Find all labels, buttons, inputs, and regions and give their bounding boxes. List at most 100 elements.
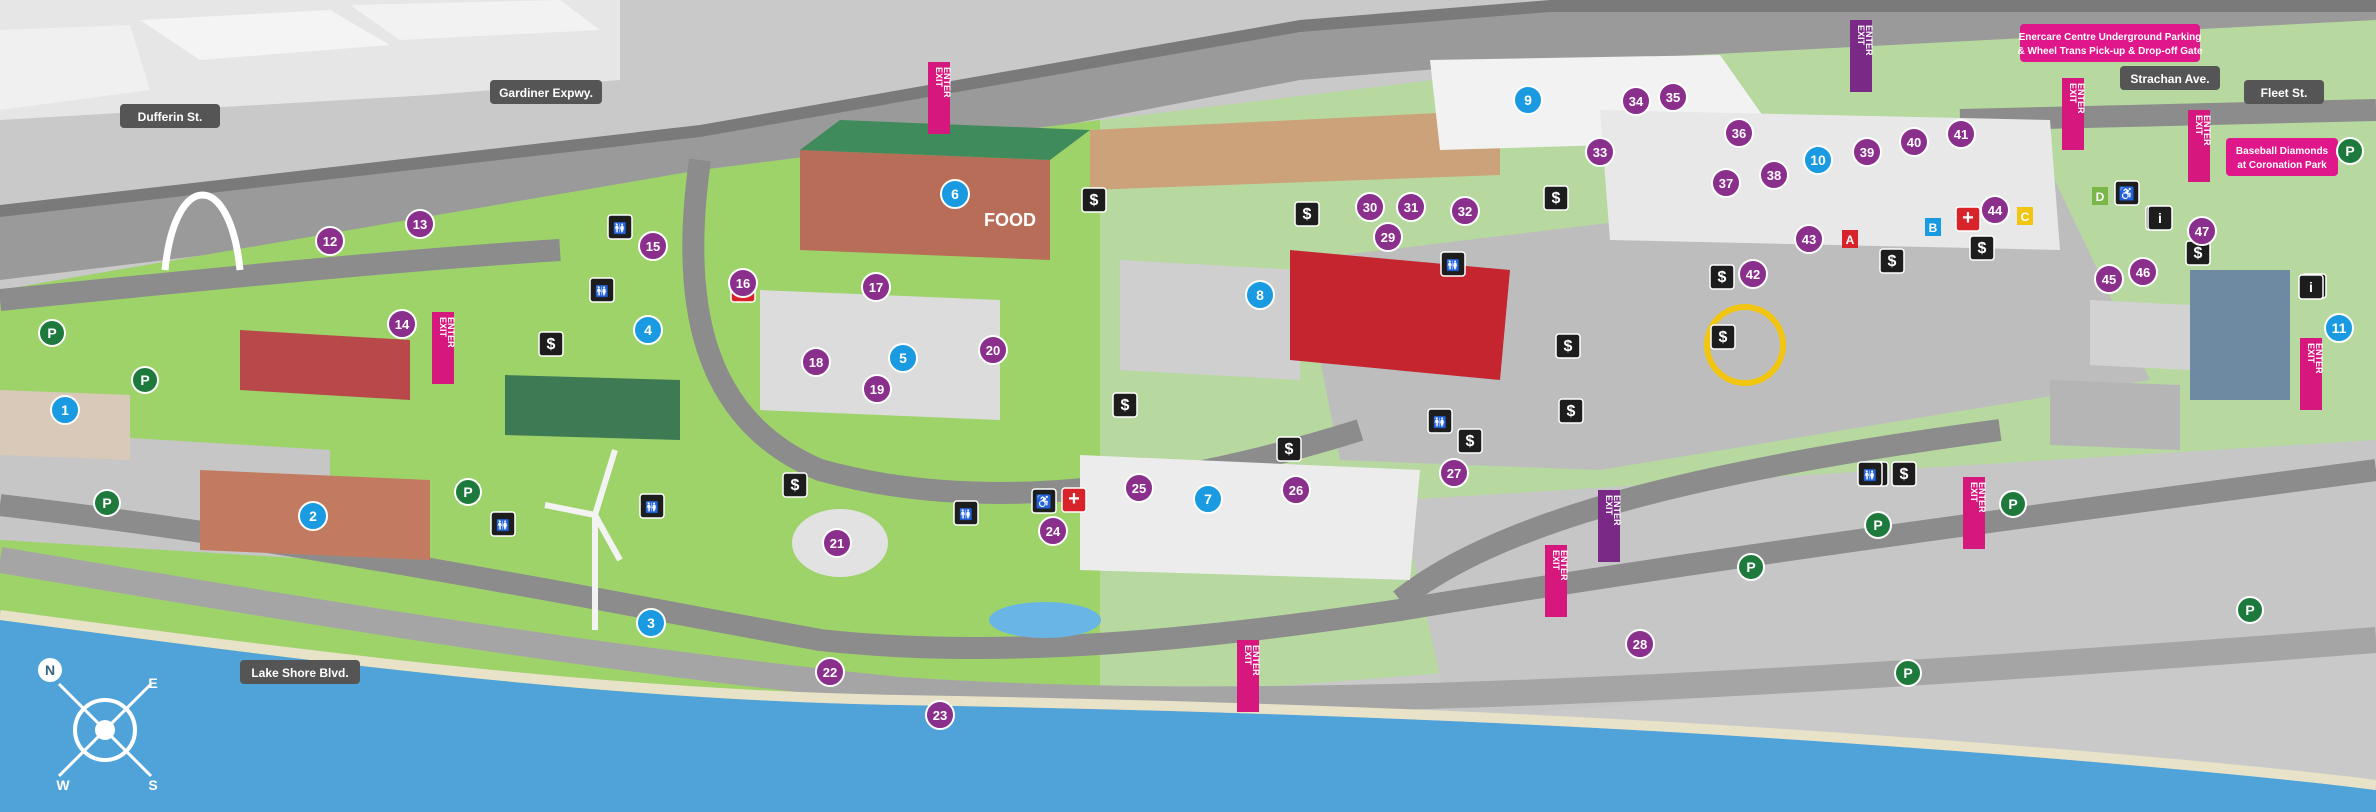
location-marker-14[interactable]: 14 — [387, 309, 417, 339]
location-marker-9[interactable]: 9 — [1513, 85, 1543, 115]
location-marker-20[interactable]: 20 — [978, 335, 1008, 365]
location-marker-40[interactable]: 40 — [1899, 127, 1929, 157]
location-marker-33[interactable]: 33 — [1585, 137, 1615, 167]
parking-icon[interactable]: P — [131, 366, 159, 394]
washroom-icon[interactable]: 🚻 — [589, 277, 615, 303]
location-marker-2[interactable]: 2 — [298, 501, 328, 531]
location-marker-8[interactable]: 8 — [1245, 280, 1275, 310]
marker-label: 36 — [1732, 126, 1746, 141]
atm-icon[interactable]: $ — [538, 331, 564, 357]
exit-text: EXIT — [1604, 495, 1614, 516]
svg-text:Strachan Ave.: Strachan Ave. — [2130, 72, 2209, 86]
atm-icon[interactable]: $ — [1294, 201, 1320, 227]
washroom-icon[interactable]: 🚻 — [1857, 461, 1883, 487]
atm-icon[interactable]: $ — [1457, 428, 1483, 454]
marker-label: 15 — [646, 239, 660, 254]
atm-icon[interactable]: $ — [782, 472, 808, 498]
first-aid-icon[interactable]: + — [1061, 487, 1087, 513]
parking-icon[interactable]: P — [1864, 511, 1892, 539]
location-marker-12[interactable]: 12 — [315, 226, 345, 256]
atm-icon[interactable]: $ — [1276, 436, 1302, 462]
location-marker-28[interactable]: 28 — [1625, 629, 1655, 659]
icon-glyph: $ — [1718, 269, 1727, 286]
parking-icon[interactable]: P — [93, 489, 121, 517]
location-marker-39[interactable]: 39 — [1852, 137, 1882, 167]
location-marker-24[interactable]: 24 — [1038, 516, 1068, 546]
location-marker-47[interactable]: 47 — [2187, 216, 2217, 246]
washroom-icon[interactable]: 🚻 — [639, 493, 665, 519]
location-marker-32[interactable]: 32 — [1450, 196, 1480, 226]
washroom-icon[interactable]: 🚻 — [1440, 251, 1466, 277]
marker-label: 11 — [2332, 320, 2347, 336]
location-marker-37[interactable]: 37 — [1711, 168, 1741, 198]
location-marker-23[interactable]: 23 — [925, 700, 955, 730]
location-marker-7[interactable]: 7 — [1193, 484, 1223, 514]
washroom-icon[interactable]: 🚻 — [490, 511, 516, 537]
parking-icon[interactable]: P — [454, 478, 482, 506]
atm-icon[interactable]: $ — [1543, 185, 1569, 211]
parking-icon[interactable]: P — [1737, 553, 1765, 581]
location-marker-45[interactable]: 45 — [2094, 264, 2124, 294]
parking-icon[interactable]: P — [38, 319, 66, 347]
accessible-icon[interactable]: ♿ — [1031, 488, 1057, 514]
location-marker-41[interactable]: 41 — [1946, 119, 1976, 149]
location-marker-38[interactable]: 38 — [1759, 160, 1789, 190]
atm-icon[interactable]: $ — [1555, 333, 1581, 359]
first-aid-icon[interactable]: + — [1955, 206, 1981, 232]
location-marker-44[interactable]: 44 — [1980, 195, 2010, 225]
location-marker-25[interactable]: 25 — [1124, 473, 1154, 503]
location-marker-22[interactable]: 22 — [815, 657, 845, 687]
location-marker-21[interactable]: 21 — [822, 528, 852, 558]
location-marker-11[interactable]: 11 — [2324, 313, 2354, 343]
atm-icon[interactable]: $ — [1969, 235, 1995, 261]
location-marker-17[interactable]: 17 — [861, 272, 891, 302]
location-marker-31[interactable]: 31 — [1396, 192, 1426, 222]
info-icon[interactable]: i — [2147, 205, 2173, 231]
atm-icon[interactable]: $ — [1891, 461, 1917, 487]
washroom-icon[interactable]: 🚻 — [1427, 408, 1453, 434]
location-marker-5[interactable]: 5 — [888, 343, 918, 373]
info-icon[interactable]: i — [2298, 274, 2324, 300]
atm-icon[interactable]: $ — [1081, 187, 1107, 213]
location-marker-30[interactable]: 30 — [1355, 192, 1385, 222]
location-marker-35[interactable]: 35 — [1658, 82, 1688, 112]
accessible-icon[interactable]: ♿ — [2114, 180, 2140, 206]
marker-label: 16 — [736, 276, 750, 291]
location-marker-19[interactable]: 19 — [862, 374, 892, 404]
atm-icon[interactable]: $ — [1710, 324, 1736, 350]
location-marker-26[interactable]: 26 — [1281, 475, 1311, 505]
location-marker-15[interactable]: 15 — [638, 231, 668, 261]
location-marker-16[interactable]: 16 — [728, 268, 758, 298]
location-marker-10[interactable]: 10 — [1803, 145, 1833, 175]
parking-letter: P — [1903, 665, 1912, 681]
atm-icon[interactable]: $ — [1112, 392, 1138, 418]
parking-icon[interactable]: P — [1999, 490, 2027, 518]
location-marker-36[interactable]: 36 — [1724, 118, 1754, 148]
location-marker-4[interactable]: 4 — [633, 315, 663, 345]
icon-glyph: i — [2309, 279, 2313, 295]
parking-icon[interactable]: P — [1894, 659, 1922, 687]
icon-glyph: $ — [791, 477, 800, 494]
location-marker-34[interactable]: 34 — [1621, 86, 1651, 116]
atm-icon[interactable]: $ — [1558, 398, 1584, 424]
parking-icon[interactable]: P — [2336, 137, 2364, 165]
location-marker-27[interactable]: 27 — [1439, 458, 1469, 488]
marker-label: 43 — [1802, 232, 1816, 247]
gate-D-icon: D — [2092, 187, 2108, 205]
location-marker-3[interactable]: 3 — [636, 608, 666, 638]
washroom-icon[interactable]: 🚻 — [607, 214, 633, 240]
location-marker-6[interactable]: 6 — [940, 179, 970, 209]
roads — [0, 99, 2376, 660]
atm-icon[interactable]: $ — [1709, 264, 1735, 290]
location-marker-18[interactable]: 18 — [801, 347, 831, 377]
location-marker-13[interactable]: 13 — [405, 209, 435, 239]
location-marker-46[interactable]: 46 — [2128, 257, 2158, 287]
atm-icon[interactable]: $ — [1879, 248, 1905, 274]
parking-icon[interactable]: P — [2236, 596, 2264, 624]
washroom-icon[interactable]: 🚻 — [953, 500, 979, 526]
location-marker-43[interactable]: 43 — [1794, 224, 1824, 254]
location-marker-42[interactable]: 42 — [1738, 259, 1768, 289]
location-marker-1[interactable]: 1 — [50, 395, 80, 425]
location-marker-29[interactable]: 29 — [1373, 222, 1403, 252]
